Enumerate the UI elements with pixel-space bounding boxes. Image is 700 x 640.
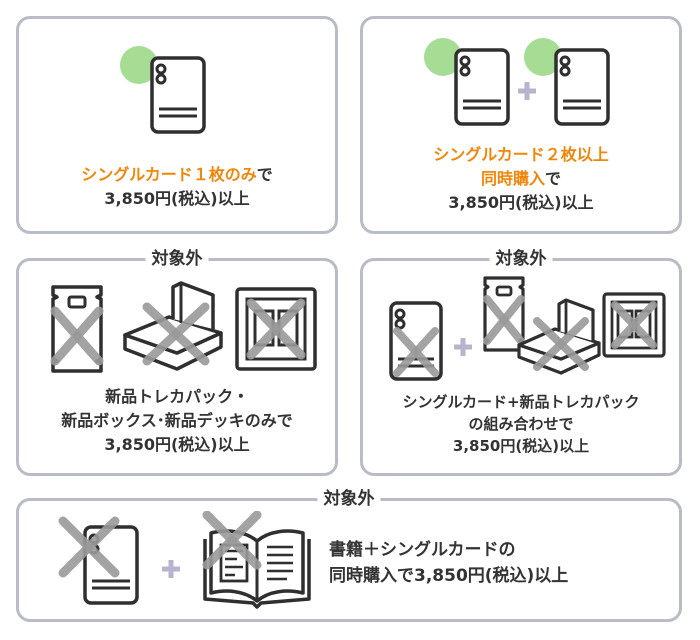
caption-line: 3,850円(税込)以上 <box>19 187 335 211</box>
excluded-tag: 対象外 <box>317 489 381 509</box>
caption-highlight: 同時購入 <box>480 169 545 188</box>
caption-text: で <box>545 169 562 188</box>
panel-single-card-only: シングルカード１枚のみで 3,850円(税込)以上 <box>16 16 338 234</box>
card-box-icon <box>123 281 223 371</box>
caption-line: 3,850円(税込)以上 <box>363 191 679 215</box>
caption-text: 3,850円(税込)以上 <box>452 437 590 455</box>
caption-line: 新品トレカパック・ <box>19 385 335 409</box>
panel-caption: シングルカード+新品トレカパックの組み合わせで 3,850円(税込)以上 <box>363 391 679 457</box>
plus-icon <box>518 82 536 100</box>
plus-icon <box>162 560 180 578</box>
caption-line: 同時購入で <box>363 167 679 191</box>
card-box-icon <box>517 298 601 375</box>
caption-line: 同時購入で3,850円(税込)以上 <box>329 563 568 589</box>
excluded-tag: 対象外 <box>145 249 209 269</box>
caption-line: 書籍＋シングルカードの <box>329 537 568 563</box>
panel-excluded-book-plus-card: 対象外 書籍＋シングルカードの同時購入で3,850円(税込)以上 <box>16 489 682 622</box>
caption-line: の組み合わせで <box>363 413 679 435</box>
caption-text: 同時購入で3,850円(税込)以上 <box>329 566 569 586</box>
panel-caption: 新品トレカパック・新品ボックス･新品デッキのみで 3,850円(税込)以上 <box>19 385 335 457</box>
card-icon <box>424 38 510 126</box>
caption-highlight: シングルカード１枚のみ <box>81 165 257 184</box>
deck-icon <box>602 292 666 358</box>
caption-text: 3,850円(税込)以上 <box>104 189 250 208</box>
deck-icon <box>235 287 317 371</box>
caption-line: シングルカード１枚のみで <box>19 163 335 187</box>
caption-text: 書籍＋シングルカードの <box>329 540 516 560</box>
panel-excluded-card-plus-pack: 対象外 シングルカード+新品トレカパックの組み合わせで 3,850円(税込)以上 <box>360 249 682 476</box>
caption-text: で <box>256 165 273 184</box>
book-icon <box>202 511 311 609</box>
panel-caption: シングルカード１枚のみで 3,850円(税込)以上 <box>19 163 335 211</box>
caption-text: 新品ボックス･新品デッキのみで <box>61 411 293 430</box>
caption-highlight: シングルカード２枚以上 <box>433 145 609 164</box>
caption-text: 新品トレカパック・ <box>105 387 249 406</box>
caption-line: シングルカード+新品トレカパック <box>363 391 679 413</box>
trading-card-pack-icon <box>483 276 525 352</box>
card-icon <box>524 38 610 126</box>
excluded-tag: 対象外 <box>489 249 553 269</box>
caption-line: シングルカード２枚以上 <box>363 143 679 167</box>
caption-line: 3,850円(税込)以上 <box>19 433 335 457</box>
card-icon <box>389 301 443 381</box>
plus-icon <box>454 338 472 356</box>
caption-text: の組み合わせで <box>468 415 574 433</box>
panel-excluded-sealed-products: 対象外 新品トレカパック・新品ボックス･新品デッキのみで 3,850円(税込)以上 <box>16 249 338 476</box>
panel-caption: シングルカード２枚以上同時購入で 3,850円(税込)以上 <box>363 143 679 215</box>
trading-card-pack-icon <box>50 285 104 373</box>
caption-text: 3,850円(税込)以上 <box>448 193 594 212</box>
caption-line: 3,850円(税込)以上 <box>363 435 679 457</box>
caption-text: 3,850円(税込)以上 <box>104 435 250 454</box>
caption-text: シングルカード+新品トレカパック <box>402 393 640 411</box>
caption-line: 新品ボックス･新品デッキのみで <box>19 409 335 433</box>
panel-caption: 書籍＋シングルカードの同時購入で3,850円(税込)以上 <box>329 537 568 589</box>
card-icon <box>120 46 206 134</box>
card-icon <box>58 516 139 605</box>
panel-two-or-more-cards: シングルカード２枚以上同時購入で 3,850円(税込)以上 <box>360 16 682 234</box>
